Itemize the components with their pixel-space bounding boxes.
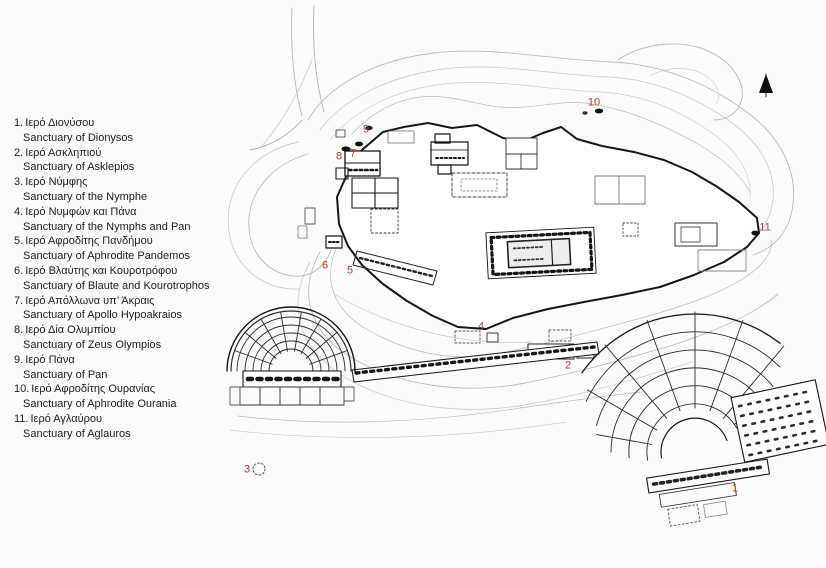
legend-english-line: Sanctuary of Aphrodite Pandemos	[23, 250, 190, 263]
map-marker-4: 4	[477, 320, 485, 333]
legend-item: 2.Ιερό Ασκληπιού Sanctuary of Asklepios	[14, 146, 244, 176]
legend-english-line: Sanctuary of Asklepios	[23, 161, 135, 174]
map-marker-3: 3	[243, 463, 251, 476]
map-marker-9: 9	[362, 123, 370, 136]
chalkotheke	[352, 250, 438, 286]
legend-english-line: Sanctuary of the Nymphe	[23, 190, 148, 203]
legend-english-line: Sanctuary of Dionysos	[23, 131, 134, 144]
legend-greek-line: 6.Ιερό Βλαύτης και Κουροτρόφου	[14, 264, 178, 277]
legend-item: 4.Ιερό Νυμφών και Πάνα Sanctuary of the …	[14, 205, 244, 235]
contour-lines	[227, 43, 795, 438]
odeon-of-herodes-atticus	[226, 306, 356, 406]
legend-item: 1.Ιερό Διονύσου Sanctuary of Dionysos	[14, 116, 244, 146]
legend-item: 7.Ιερό Απόλλωνα υπ’ Άκραις Sanctuary of …	[14, 294, 244, 324]
legend-item: 9.Ιερό Πάνα Sanctuary of Pan	[14, 353, 244, 383]
map-marker-1: 1	[731, 482, 739, 495]
legend-english-line: Sanctuary of the Nymphs and Pan	[23, 220, 191, 233]
legend-greek-line: 8.Ιερό Δία Ολυμπίου	[14, 324, 116, 337]
propylaea	[297, 130, 415, 239]
stoa-of-eumenes	[351, 341, 600, 383]
nymphe-sanctuary-circle	[252, 462, 266, 476]
north-arrow-icon	[759, 73, 773, 98]
nymphs-pan-cave-buildings	[454, 330, 499, 344]
legend-item: 6.Ιερό Βλαύτης και Κουροτρόφου Sanctuary…	[14, 264, 244, 294]
dionysos-stage-buildings	[646, 458, 770, 527]
map-marker-7: 7	[349, 147, 357, 160]
east-cave	[751, 230, 759, 236]
northwest-caves	[335, 125, 373, 152]
legend: 1.Ιερό Διονύσου Sanctuary of Dionysos 2.…	[14, 116, 244, 442]
map-marker-2: 2	[564, 359, 572, 372]
legend-english-line: Sanctuary of Blaute and Kourotrophos	[23, 279, 210, 292]
nike-temple	[325, 235, 343, 249]
legend-english-line: Sanctuary of Aphrodite Ourania	[23, 398, 177, 411]
legend-greek-line: 11.Ιερό Αγλαύρου	[14, 412, 103, 425]
legend-english-line: Sanctuary of Zeus Olympios	[23, 338, 162, 351]
legend-greek-line: 9.Ιερό Πάνα	[14, 353, 75, 366]
map-marker-11: 11	[759, 221, 771, 234]
legend-english-line: Sanctuary of Aglauros	[23, 427, 131, 440]
erechtheion	[430, 133, 469, 175]
legend-item: 3.Ιερό Νύμφης Sanctuary of the Nymphe	[14, 175, 244, 205]
legend-greek-line: 2.Ιερό Ασκληπιού	[14, 146, 102, 159]
legend-item: 10.Ιερό Αφροδίτης Ουρανίας Sanctuary of …	[14, 382, 244, 412]
plateau-buildings	[505, 137, 747, 272]
legend-greek-line: 5.Ιερό Αφροδίτης Πανδήμου	[14, 235, 153, 248]
map-marker-10: 10	[587, 96, 601, 109]
legend-english-line: Sanctuary of Apollo Hypoakraios	[23, 309, 182, 322]
old-temple-foundation	[451, 172, 508, 198]
map-marker-5: 5	[346, 264, 354, 277]
legend-greek-line: 3.Ιερό Νύμφης	[14, 176, 88, 189]
parthenon	[485, 226, 597, 280]
map-marker-6: 6	[321, 259, 329, 272]
legend-item: 8.Ιερό Δία Ολυμπίου Sanctuary of Zeus Ol…	[14, 323, 244, 353]
legend-greek-line: 4.Ιερό Νυμφών και Πάνα	[14, 205, 137, 218]
legend-item: 5.Ιερό Αφροδίτης Πανδήμου Sanctuary of A…	[14, 234, 244, 264]
legend-greek-line: 7.Ιερό Απόλλωνα υπ’ Άκραις	[14, 294, 155, 307]
north-slope-cave	[582, 108, 604, 115]
legend-greek-line: 1.Ιερό Διονύσου	[14, 117, 95, 129]
legend-greek-line: 10.Ιερό Αφροδίτης Ουρανίας	[14, 383, 156, 396]
legend-item: 11.Ιερό Αγλαύρου Sanctuary of Aglauros	[14, 412, 244, 442]
road-lines	[249, 5, 325, 151]
map-marker-8: 8	[335, 150, 343, 163]
odeion-of-pericles	[730, 379, 826, 463]
legend-english-line: Sanctuary of Pan	[23, 368, 108, 381]
